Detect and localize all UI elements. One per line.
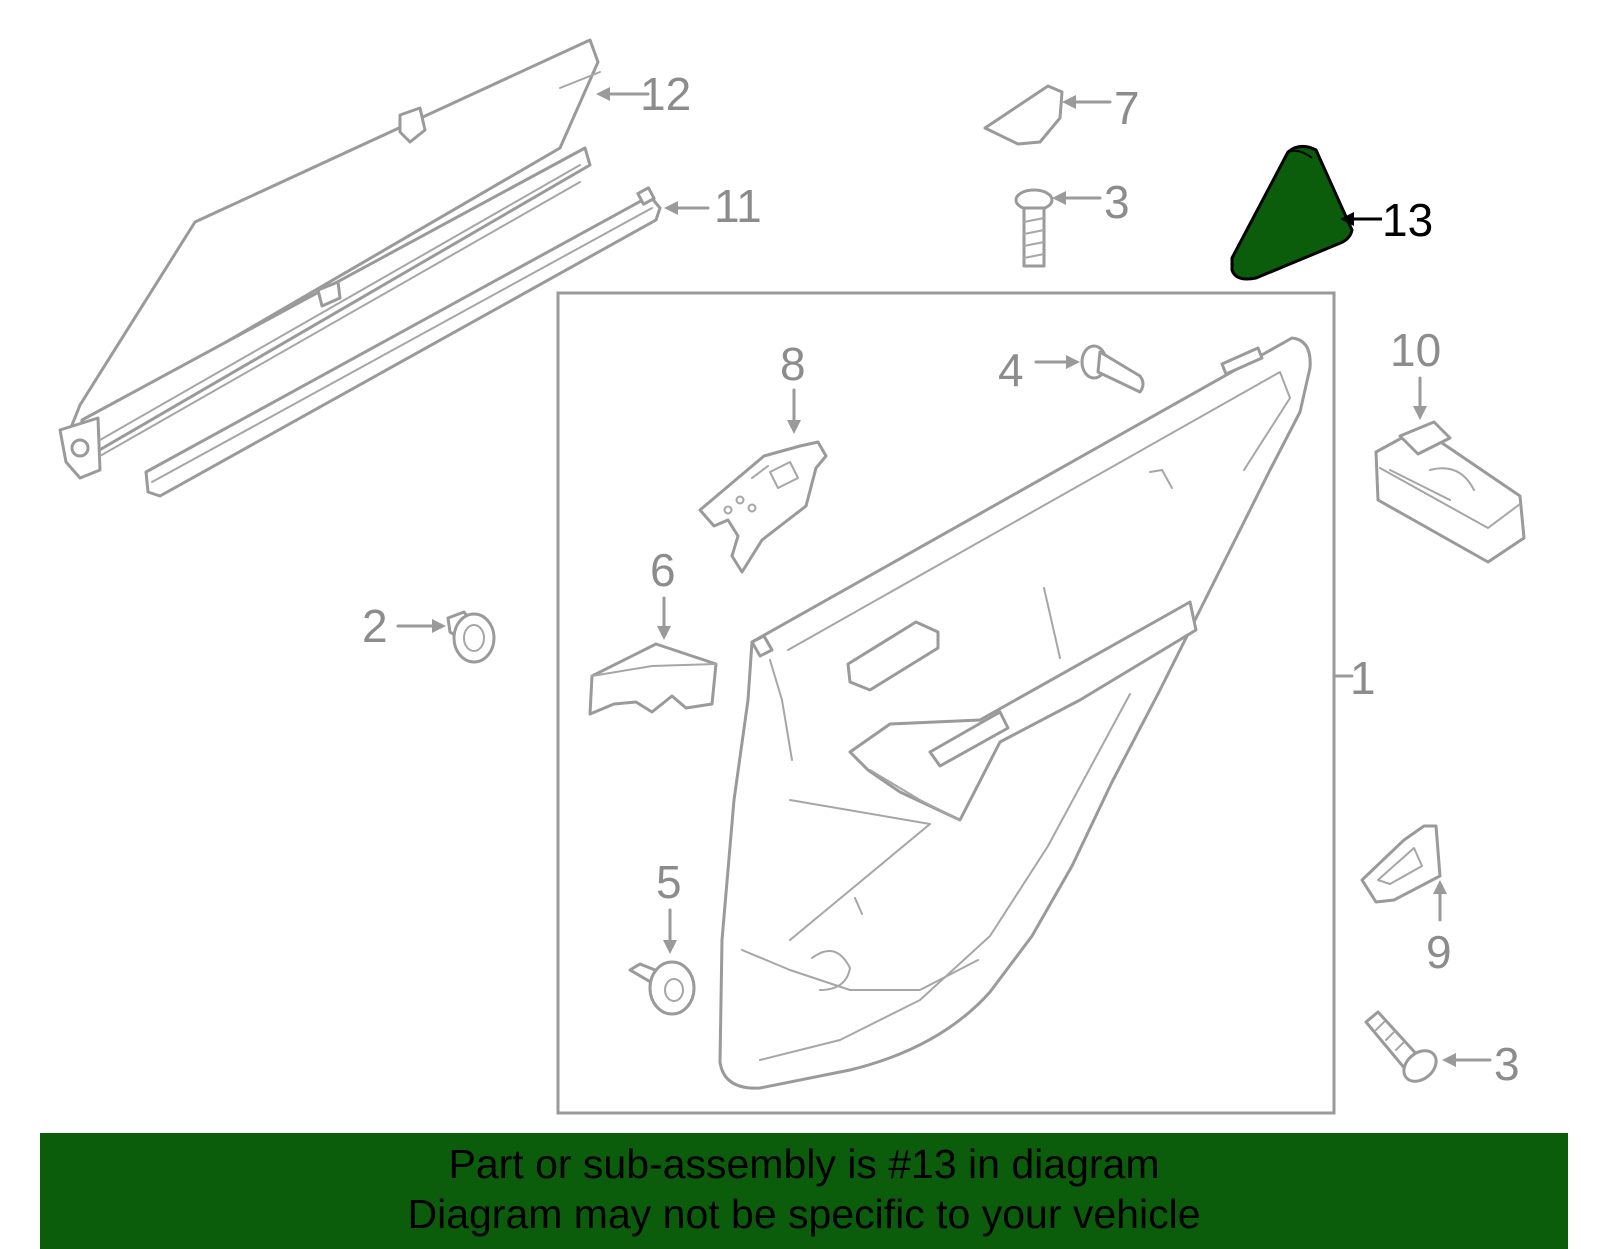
part-10-switch[interactable]	[1374, 420, 1526, 564]
callout-13: 13	[1340, 194, 1433, 246]
callout-4: 4	[998, 344, 1080, 396]
banner-line-2: Diagram may not be specific to your vehi…	[407, 1191, 1201, 1237]
callout-3-bottom: 3	[1442, 1038, 1520, 1090]
callout-7: 7	[1062, 82, 1140, 134]
label-5: 5	[656, 856, 682, 908]
part-6-pad[interactable]	[588, 642, 718, 716]
banner-line-1: Part or sub-assembly is #13 in diagram	[448, 1141, 1160, 1187]
label-4: 4	[998, 344, 1024, 396]
label-8: 8	[780, 338, 806, 390]
label-12: 12	[640, 68, 691, 120]
callout-12: 12	[596, 68, 691, 120]
label-7: 7	[1114, 82, 1140, 134]
part-5-fastener[interactable]	[628, 960, 696, 1016]
callout-3-top: 3	[1052, 176, 1130, 228]
part-3-screw-top[interactable]	[1014, 188, 1054, 268]
part-13-highlighted[interactable]	[1230, 145, 1354, 281]
callout-2: 2	[362, 600, 446, 652]
callout-9: 9	[1426, 880, 1452, 978]
info-banner: Part or sub-assembly is #13 in diagram D…	[40, 1133, 1568, 1249]
part-7-trim[interactable]	[983, 84, 1064, 146]
part-4-bolt[interactable]	[1080, 344, 1145, 394]
label-2: 2	[362, 600, 388, 652]
callout-5: 5	[656, 856, 682, 954]
label-3-top: 3	[1104, 176, 1130, 228]
callout-10: 10	[1390, 324, 1441, 420]
part-8-bracket[interactable]	[698, 440, 828, 574]
label-3-bottom: 3	[1494, 1038, 1520, 1090]
label-6: 6	[650, 544, 676, 596]
callout-11: 11	[664, 180, 762, 232]
assembly-box-1	[556, 291, 1336, 1115]
part-11-rail[interactable]	[144, 186, 662, 498]
part-9-cover[interactable]	[1360, 824, 1442, 904]
part-12-sunshade[interactable]	[58, 38, 601, 480]
part-1-door-trim-panel[interactable]	[718, 336, 1312, 1090]
part-2-clip[interactable]	[446, 610, 496, 664]
label-1: 1	[1350, 652, 1376, 704]
label-10: 10	[1390, 324, 1441, 376]
part-3-screw-bottom[interactable]	[1364, 1010, 1442, 1088]
callout-8: 8	[780, 338, 806, 434]
label-13: 13	[1382, 194, 1433, 246]
callout-1: 1	[1332, 652, 1376, 704]
label-11: 11	[714, 180, 762, 232]
callout-6: 6	[650, 544, 676, 640]
label-9: 9	[1426, 926, 1452, 978]
